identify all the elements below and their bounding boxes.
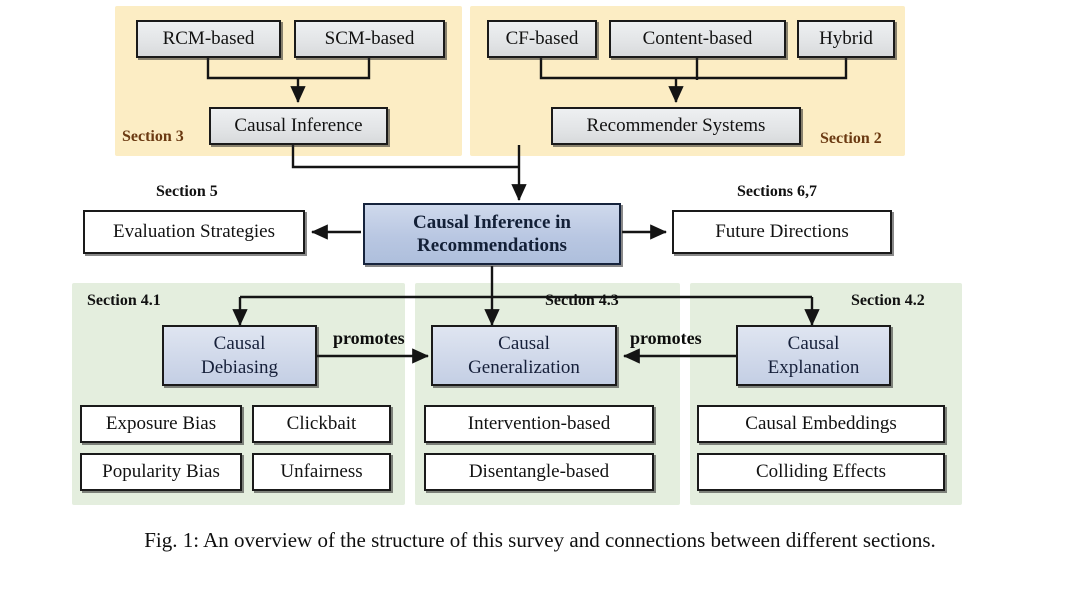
node-causal-explanation[interactable]: Causal Explanation — [736, 325, 891, 386]
center-title-line-2: Recommendations — [417, 235, 567, 256]
node-rcm-based[interactable]: RCM-based — [136, 20, 281, 58]
causal-generalization-line-2: Generalization — [468, 356, 580, 378]
label-section-4-1: Section 4.1 — [87, 292, 161, 309]
label-section-5: Section 5 — [156, 183, 218, 200]
node-causal-debiasing[interactable]: Causal Debiasing — [162, 325, 317, 386]
label-section-4-3: Section 4.3 — [545, 292, 619, 309]
node-intervention-based[interactable]: Intervention-based — [424, 405, 654, 443]
node-causal-inference[interactable]: Causal Inference — [209, 107, 388, 145]
node-scm-based[interactable]: SCM-based — [294, 20, 445, 58]
node-recommender-systems[interactable]: Recommender Systems — [551, 107, 801, 145]
causal-debiasing-line-2: Debiasing — [200, 356, 279, 378]
node-clickbait[interactable]: Clickbait — [252, 405, 391, 443]
edge-label-promotes-left: promotes — [333, 328, 405, 348]
node-exposure-bias[interactable]: Exposure Bias — [80, 405, 242, 443]
label-section-4-2: Section 4.2 — [851, 292, 925, 309]
node-popularity-bias[interactable]: Popularity Bias — [80, 453, 242, 491]
node-unfairness[interactable]: Unfairness — [252, 453, 391, 491]
node-disentangle-based[interactable]: Disentangle-based — [424, 453, 654, 491]
causal-debiasing-line-1: Causal — [213, 333, 266, 355]
edge-label-promotes-right: promotes — [630, 328, 702, 348]
figure-caption: Fig. 1: An overview of the structure of … — [144, 528, 936, 552]
label-section-3: Section 3 — [122, 128, 184, 145]
label-section-2: Section 2 — [820, 130, 882, 147]
node-content-based[interactable]: Content-based — [609, 20, 786, 58]
node-causal-embeddings[interactable]: Causal Embeddings — [697, 405, 945, 443]
causal-generalization-line-1: Causal — [498, 333, 550, 355]
node-colliding-effects[interactable]: Colliding Effects — [697, 453, 945, 491]
node-future-directions[interactable]: Future Directions — [672, 210, 892, 254]
label-sections-6-7: Sections 6,7 — [737, 183, 817, 200]
node-hybrid[interactable]: Hybrid — [797, 20, 895, 58]
causal-explanation-line-2: Explanation — [767, 356, 860, 378]
center-title-line-1: Causal Inference in — [413, 211, 571, 233]
node-cf-based[interactable]: CF-based — [487, 20, 597, 58]
causal-explanation-line-1: Causal — [787, 333, 840, 355]
node-causal-generalization[interactable]: Causal Generalization — [431, 325, 617, 386]
node-causal-inference-in-recommendations[interactable]: Causal Inference in Recommendations — [363, 203, 621, 265]
node-evaluation-strategies[interactable]: Evaluation Strategies — [83, 210, 305, 254]
